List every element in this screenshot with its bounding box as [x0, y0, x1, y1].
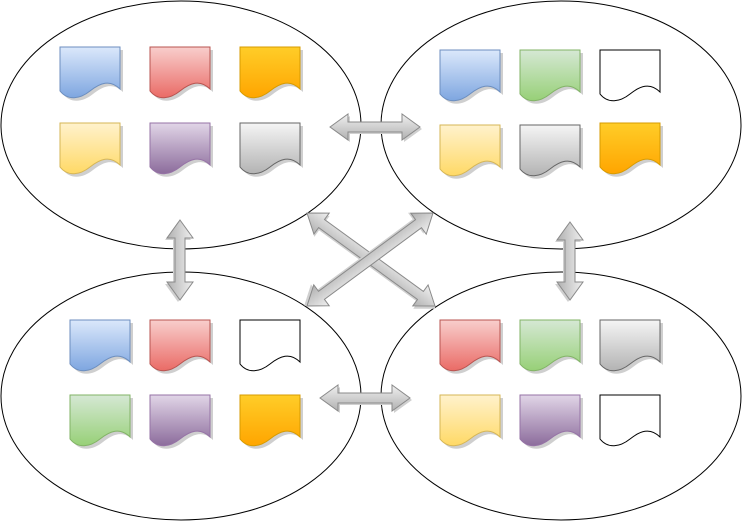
- arrow-top-right-to-bottom-right: [555, 221, 584, 302]
- document-icon-blue: [69, 319, 133, 374]
- document-shape: [149, 46, 211, 99]
- document-shape: [599, 319, 661, 372]
- arrow-top-right-to-bottom-left: [304, 212, 434, 307]
- arrow-bottom-left-to-bottom-right: [319, 384, 412, 413]
- document-shape: [69, 394, 131, 447]
- document-icon-green: [519, 319, 583, 374]
- document-icon-orange: [599, 122, 663, 177]
- document-shape: [439, 319, 501, 372]
- document-icon-white: [599, 49, 661, 102]
- document-icon-gray: [519, 124, 583, 179]
- double-arrow-icon: [319, 384, 411, 412]
- document-shape: [599, 394, 661, 447]
- document-shape: [149, 122, 211, 175]
- document-icon-white: [599, 394, 661, 447]
- document-shape: [599, 49, 661, 102]
- document-shape: [439, 394, 501, 447]
- document-shape: [69, 319, 131, 372]
- document-icon-purple: [149, 394, 213, 449]
- document-shape: [519, 319, 581, 372]
- document-shape: [519, 394, 581, 447]
- document-icon-yellow: [439, 394, 503, 449]
- document-icon-orange: [239, 394, 303, 449]
- document-icon-yellow: [439, 124, 503, 179]
- document-icon-blue: [439, 49, 503, 104]
- document-shape: [599, 122, 661, 175]
- document-icon-purple: [519, 394, 583, 449]
- document-icon-gray: [239, 122, 303, 177]
- document-icon-red: [149, 319, 213, 374]
- document-icon-green: [519, 49, 583, 104]
- document-shape: [149, 394, 211, 447]
- document-icon-gray: [599, 319, 663, 374]
- double-arrow-icon: [329, 113, 421, 141]
- document-icon-blue: [59, 46, 123, 101]
- document-shape: [519, 124, 581, 177]
- document-icon-red: [149, 46, 213, 101]
- arrow-top-left-to-top-right: [329, 113, 422, 142]
- arrow-top-left-to-bottom-left: [165, 219, 194, 302]
- document-shape: [439, 124, 501, 177]
- document-icon-red: [439, 319, 503, 374]
- document-shape: [59, 122, 121, 175]
- document-shape: [239, 394, 301, 447]
- document-icon-green: [69, 394, 133, 449]
- document-icon-orange: [239, 46, 303, 101]
- document-shape: [149, 319, 211, 372]
- document-shape: [239, 319, 301, 372]
- double-arrow-icon: [166, 219, 194, 301]
- document-shape: [439, 49, 501, 102]
- document-shape: [519, 49, 581, 102]
- document-icon-white: [239, 319, 301, 372]
- document-icon-purple: [149, 122, 213, 177]
- document-shape: [239, 122, 301, 175]
- document-shape: [59, 46, 121, 99]
- document-shape: [239, 46, 301, 99]
- document-icon-yellow: [59, 122, 123, 177]
- double-arrow-icon: [306, 212, 434, 307]
- double-arrow-icon: [556, 221, 584, 301]
